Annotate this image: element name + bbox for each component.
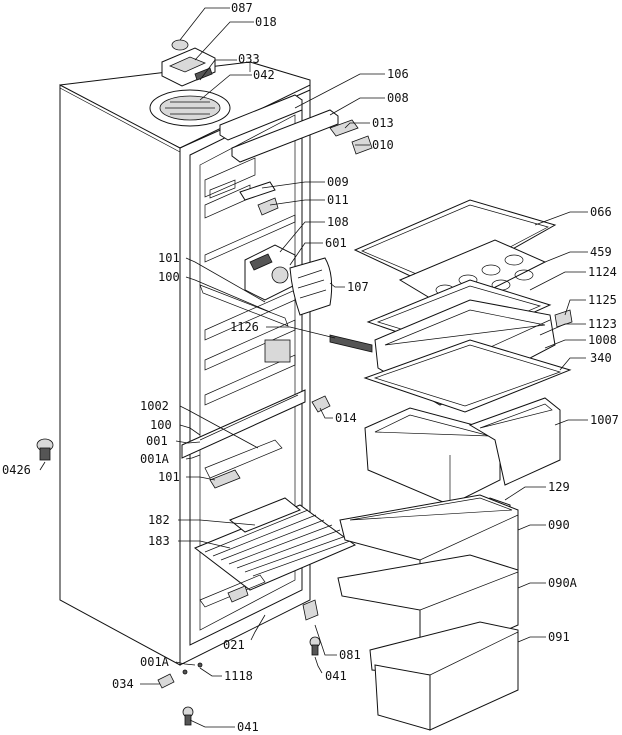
label-340: 340 [590,351,612,365]
small-fasteners [36,438,321,726]
label-101-upper: 101 [158,251,180,265]
label-108: 108 [327,215,349,229]
label-0426: 0426 [2,463,31,477]
label-1008: 1008 [588,333,617,347]
label-100-upper: 100 [158,270,180,284]
label-009: 009 [327,175,349,189]
label-1125: 1125 [588,293,617,307]
label-001a-upper: 001A [140,452,170,466]
light-bar-parts [209,94,373,199]
label-033: 033 [238,52,260,66]
label-041-lower: 041 [237,720,259,734]
label-090a: 090A [548,576,578,590]
label-018: 018 [255,15,277,29]
thermostat-parts [199,181,333,327]
part-1126-strip [329,334,373,353]
label-087: 087 [231,1,253,15]
label-008: 008 [387,91,409,105]
label-001a-lower: 001A [140,655,170,669]
crisper-bins [364,397,561,506]
label-1007: 1007 [590,413,619,427]
label-107: 107 [347,280,369,294]
freezer-shelves [194,439,357,608]
label-1126: 1126 [230,320,259,334]
label-021: 021 [223,638,245,652]
top-control-parts [149,39,231,127]
label-091: 091 [548,630,570,644]
label-013: 013 [372,116,394,130]
label-1002: 1002 [140,399,169,413]
label-081: 081 [339,648,361,662]
label-011: 011 [327,193,349,207]
label-129: 129 [548,480,570,494]
label-1124: 1124 [588,265,617,279]
label-090: 090 [548,518,570,532]
label-042: 042 [253,68,275,82]
label-100-lower: 100 [150,418,172,432]
part-014-bracket [311,395,331,413]
label-1118: 1118 [224,669,253,683]
label-459: 459 [590,245,612,259]
label-1123: 1123 [588,317,617,331]
label-106: 106 [387,67,409,81]
label-010: 010 [372,138,394,152]
label-601: 601 [325,236,347,250]
label-183: 183 [148,534,170,548]
cabinet-body [59,61,311,666]
label-066: 066 [590,205,612,219]
label-182: 182 [148,513,170,527]
door-shelf-assembly [353,199,573,413]
label-041-upper: 041 [325,669,347,683]
label-001: 001 [146,434,168,448]
label-014: 014 [335,411,357,425]
label-034: 034 [112,677,134,691]
leader-lines [39,7,588,728]
label-101-lower: 101 [158,470,180,484]
freezer-drawers [337,494,519,731]
